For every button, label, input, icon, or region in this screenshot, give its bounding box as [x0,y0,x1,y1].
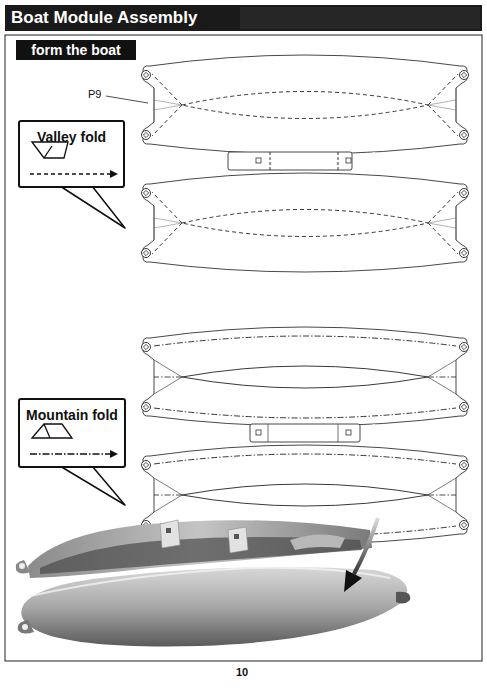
fold-callout: Valley fold [18,120,125,188]
fold-callout: Mountain fold [18,398,126,468]
page-number: 10 [236,666,248,678]
valley-fold-symbol [22,140,122,184]
heading-text: form the boat [31,42,120,58]
callout-title: Valley fold [37,129,106,145]
part-number: P9 [88,88,101,100]
mountain-fold-symbol [22,420,122,464]
section-heading: form the boat [16,40,136,60]
page-title: Boat Module Assembly [11,8,197,28]
callout-title: Mountain fold [26,407,118,423]
